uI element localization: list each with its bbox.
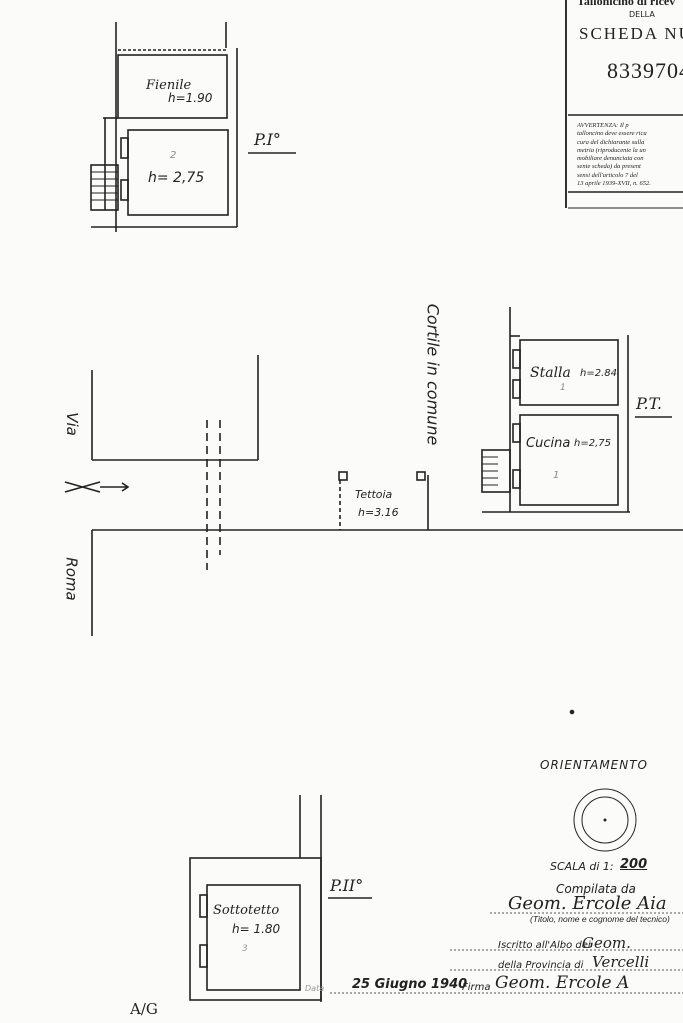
province-label: della Provincia di	[498, 960, 584, 971]
date-value: 25 Giugno 1940	[352, 977, 468, 992]
first-floor-plan	[90, 22, 296, 232]
ground-floor-plan	[481, 307, 672, 513]
stairs-icon	[90, 164, 119, 211]
room-label-fienile: Fienile	[146, 78, 192, 93]
room-height-stalla: h=2.84	[580, 368, 617, 379]
street-lines	[64, 355, 683, 636]
compiled-by-label: Compilata da	[556, 882, 636, 896]
direction-arrow-icon	[64, 481, 130, 493]
street-label-via: Via	[62, 412, 81, 436]
room-height-sottotetto: h= 1.80	[232, 922, 281, 936]
room-label-cucina: Cucina	[526, 436, 571, 451]
second-floor-plan	[189, 795, 372, 1002]
signature-label: Firma	[462, 982, 491, 993]
room-number-sottotetto: 3	[242, 944, 248, 954]
date-label: Data	[305, 984, 325, 993]
scale-value: 200	[620, 857, 648, 872]
technician-caption: (Titolo, nome e cognome del tecnico)	[530, 914, 670, 924]
signature: Geom. Ercole A	[495, 973, 630, 993]
room-label-sottotetto: Sottotetto	[213, 903, 280, 918]
room-number-stalla: 1	[560, 383, 566, 393]
stamp-della: DELLA	[629, 10, 655, 19]
room-number-cucina: 1	[553, 470, 560, 481]
stamp-header: Tallonicino di ricev	[577, 0, 676, 8]
level-label-first-floor: P.I°	[254, 130, 281, 149]
tettoia-plan	[338, 471, 429, 530]
orientation-label: ORIENTAMENTO	[540, 758, 649, 772]
room-height-fienile: h=1.90	[168, 91, 213, 105]
receipt-stamp: Tallonicino di ricev DELLA SCHEDA NUME 8…	[565, 0, 683, 208]
stamp-warning: AVVERTENZA: Il p talloncino deve essere …	[577, 122, 651, 188]
registered-value: Geom.	[582, 934, 631, 952]
province-value: Vercelli	[592, 953, 650, 971]
tettoia-height: h=3.16	[358, 506, 399, 519]
room-height: h= 2,75	[148, 170, 205, 186]
stamp-number: 8339704	[607, 58, 683, 83]
courtyard-label: Cortile in comune	[423, 303, 443, 446]
room-number: 2	[170, 150, 177, 161]
registered-label: Iscritto all'Albo dei	[498, 940, 591, 951]
corner-note: A/G	[130, 1000, 158, 1018]
orientation-compass-icon	[573, 788, 637, 852]
level-label-second-floor: P.II°	[330, 876, 364, 895]
level-label-ground-floor: P.T.	[636, 394, 663, 413]
technician-name: Geom. Ercole Aia	[508, 893, 667, 914]
street-label-roma: Roma	[62, 557, 81, 601]
tettoia-label: Tettoia	[355, 488, 393, 501]
stamp-title: SCHEDA NUME	[579, 24, 683, 43]
room-label-stalla: Stalla	[530, 365, 571, 381]
scale-label: SCALA di 1:	[550, 860, 614, 873]
room-height-cucina: h=2,75	[574, 438, 611, 449]
